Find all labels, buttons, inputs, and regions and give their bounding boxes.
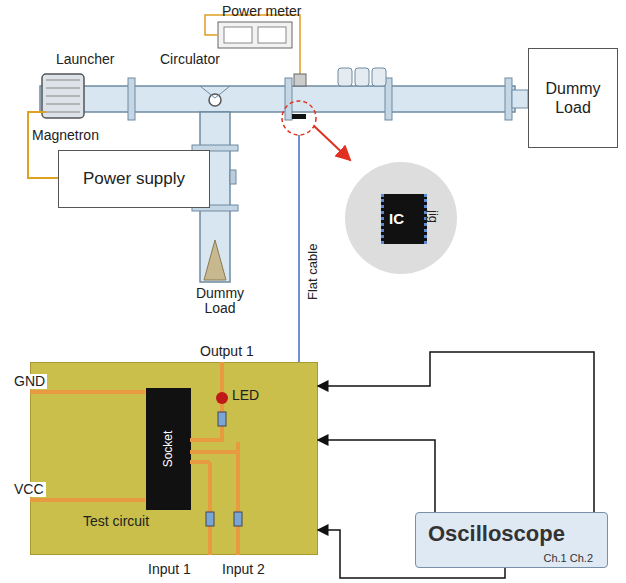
callout-arrow: [314, 126, 350, 160]
scope-title: Oscilloscope: [428, 521, 565, 547]
tuner-stub: [372, 68, 386, 86]
flange: [505, 78, 512, 120]
ic-chip: [381, 194, 427, 244]
waveguide-end: [512, 90, 528, 108]
callout-circle: IC jig: [345, 162, 457, 274]
arm-port: [230, 170, 236, 184]
circulator-junction: [200, 86, 230, 98]
waveguide: [40, 86, 515, 112]
channel-label: Ch.1 Ch.2: [543, 552, 593, 564]
device-label: Power meter: [222, 4, 301, 19]
device-box: Dummy Load: [528, 48, 618, 148]
jig-label: jig: [426, 210, 441, 223]
pin-label: VCC: [12, 482, 46, 497]
flange: [128, 78, 135, 120]
part-label: Dummy Load: [190, 286, 250, 317]
device-box: OscilloscopeCh.1 Ch.2: [415, 512, 608, 568]
power-sensor: [294, 74, 306, 86]
test-board: Test circuit Socket: [30, 362, 318, 555]
magnetron: [42, 74, 84, 118]
part-label: Circulator: [160, 52, 220, 67]
load-box: Dummy Load: [529, 79, 617, 117]
jig-slot: [292, 114, 306, 119]
socket-label: Socket: [162, 431, 176, 468]
supply-cable: [28, 112, 58, 178]
ic-socket: Socket: [146, 388, 191, 510]
load-wedge: [204, 240, 226, 280]
tuner-stub: [338, 68, 352, 86]
power-meter: [218, 22, 292, 48]
signal-label: Input 1: [148, 562, 191, 577]
signal-label: Output 1: [200, 344, 254, 359]
part-label: LED: [232, 388, 259, 403]
meter-display: [224, 27, 252, 43]
tuner-stub: [355, 68, 369, 86]
part-label: Magnetron: [32, 128, 99, 143]
meter-display: [258, 27, 286, 43]
part-label: Launcher: [56, 52, 114, 67]
pin-label: GND: [12, 374, 47, 389]
magnetron-fins: [46, 80, 80, 112]
signal-label: Input 2: [222, 562, 265, 577]
probe-wire: [318, 352, 594, 512]
flange: [285, 78, 292, 120]
probe-wire: [318, 440, 435, 512]
process-box: Power supply: [83, 169, 185, 189]
circulator-ring: [209, 94, 221, 106]
board-label: Test circuit: [83, 513, 149, 529]
cable-label: Flat cable: [306, 244, 320, 300]
ic-chip-label: IC: [389, 210, 404, 227]
device-box: Power supply: [58, 150, 210, 208]
callout-mark: [282, 101, 316, 135]
